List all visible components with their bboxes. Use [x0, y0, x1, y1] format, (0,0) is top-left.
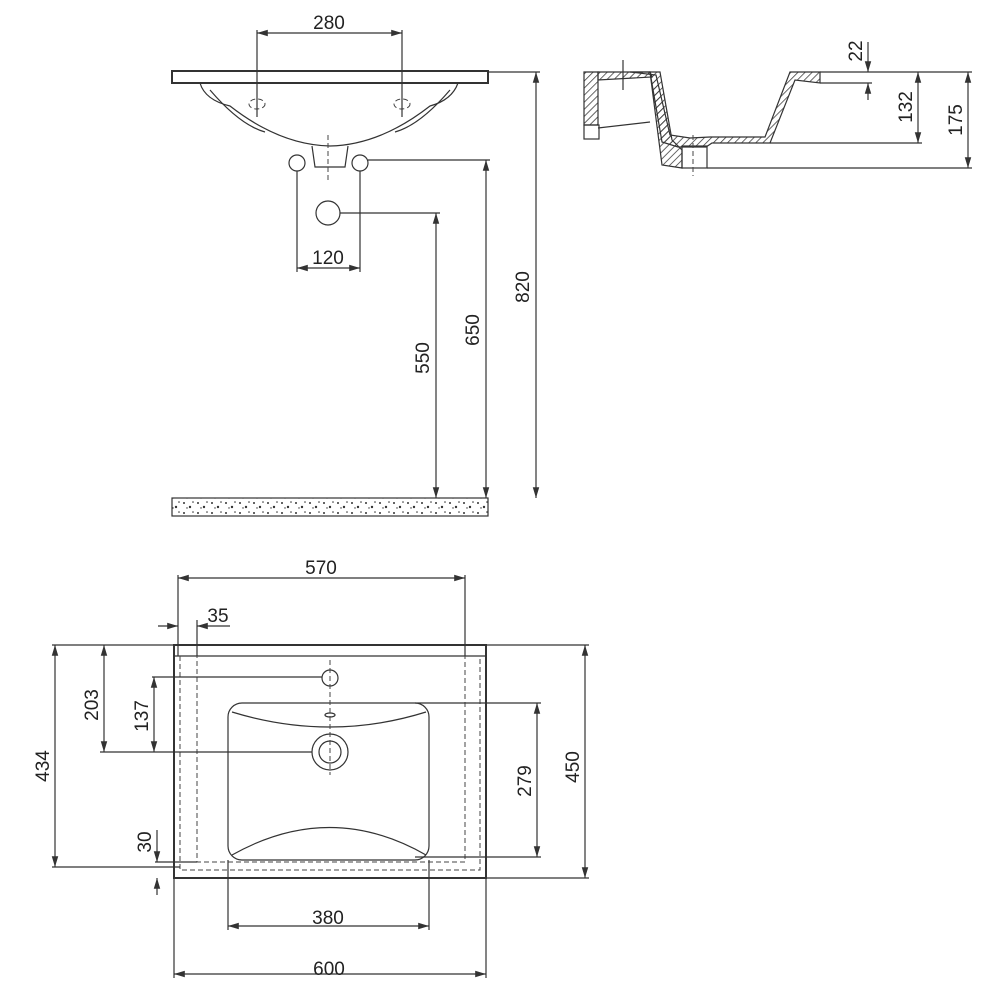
- dim-203: 203: [82, 689, 103, 721]
- basin-outline: [199, 82, 459, 147]
- drain-outlet: [311, 145, 349, 168]
- dim-434: 434: [33, 750, 54, 782]
- dim-137: 137: [132, 700, 153, 732]
- floor: [171, 497, 489, 517]
- countertop-slab: [171, 70, 489, 84]
- water-pipe-right: [351, 154, 369, 172]
- side-section-view: 22 132 175: [583, 40, 972, 176]
- wall-bracket: [583, 71, 599, 126]
- plan-view: 570 35 434 203 137 30 279 450 380: [33, 558, 589, 980]
- dim-35: 35: [207, 606, 228, 627]
- bowl-outline: [227, 702, 430, 861]
- dim-570: 570: [305, 558, 337, 579]
- wall-drain: [315, 200, 341, 226]
- dim-132: 132: [896, 91, 917, 123]
- bowl-front-curve: [231, 827, 427, 856]
- dim-600: 600: [313, 959, 345, 980]
- front-view: 280 120 820 650 550: [171, 13, 540, 517]
- bowl-back-curve: [231, 711, 427, 728]
- drain-section: [681, 145, 708, 169]
- dim-22: 22: [846, 40, 867, 61]
- dim-175: 175: [946, 104, 967, 136]
- water-pipe-left: [288, 154, 306, 172]
- dim-380: 380: [312, 908, 344, 929]
- dim-650: 650: [463, 314, 484, 346]
- dim-550: 550: [413, 342, 434, 374]
- dim-450: 450: [563, 751, 584, 783]
- countertop-outline: [173, 644, 487, 879]
- dim-120: 120: [312, 248, 344, 269]
- basin-side-lines: [209, 89, 451, 133]
- dim-820: 820: [513, 271, 534, 303]
- dim-280: 280: [313, 13, 345, 34]
- dim-279: 279: [515, 765, 536, 797]
- dim-30: 30: [135, 831, 156, 852]
